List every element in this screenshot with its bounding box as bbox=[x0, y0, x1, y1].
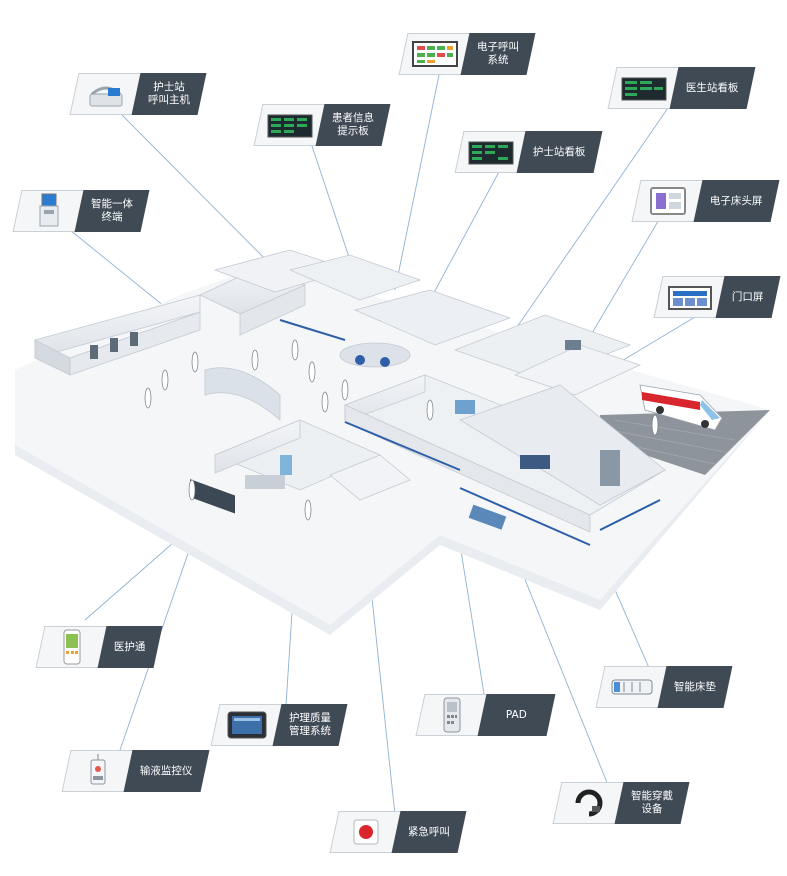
callout-label: 电子呼叫 系统 bbox=[460, 33, 536, 75]
handheld-phone-icon bbox=[35, 626, 107, 668]
dark-tablet-icon bbox=[210, 704, 282, 746]
callout-doctor-station-board: 医生站看板 bbox=[607, 67, 755, 109]
callout-label: 电子床头屏 bbox=[693, 180, 779, 222]
callout-label: 护理质量 管理系统 bbox=[272, 704, 348, 746]
callout-emergency-call: 紧急呼叫 bbox=[329, 811, 467, 853]
callout-electronic-call-system: 电子呼叫 系统 bbox=[398, 33, 536, 75]
dashboard-screen-icon bbox=[398, 33, 470, 75]
callout-nurse-station-host: 护士站 呼叫主机 bbox=[69, 73, 207, 115]
callout-label: 门口屏 bbox=[715, 276, 780, 318]
callout-label: 输液监控仪 bbox=[123, 750, 209, 792]
desk-phone-icon bbox=[69, 73, 141, 115]
callout-nurse-station-board: 护士站看板 bbox=[454, 131, 602, 173]
callout-label: 智能穿戴 设备 bbox=[614, 782, 690, 824]
callout-pad: PAD bbox=[415, 694, 556, 736]
kiosk-icon bbox=[12, 190, 84, 232]
green-board-icon bbox=[607, 67, 679, 109]
callout-label: PAD bbox=[477, 694, 556, 736]
callout-smart-wearable: 智能穿戴 设备 bbox=[552, 782, 690, 824]
callout-smart-mattress: 智能床垫 bbox=[595, 666, 733, 708]
callout-label: 护士站看板 bbox=[516, 131, 602, 173]
callout-label: 智能床垫 bbox=[657, 666, 733, 708]
callout-bedside-screen: 电子床头屏 bbox=[631, 180, 779, 222]
door-panel-icon bbox=[653, 276, 725, 318]
callout-medical-comm: 医护通 bbox=[35, 626, 162, 668]
infusion-icon bbox=[61, 750, 133, 792]
callout-door-screen: 门口屏 bbox=[653, 276, 780, 318]
callout-label: 智能一体 终端 bbox=[74, 190, 150, 232]
callout-label: 患者信息 提示板 bbox=[315, 104, 391, 146]
tablet-screen-icon bbox=[631, 180, 703, 222]
ambulance-number: 03 bbox=[665, 397, 673, 404]
callout-nursing-quality: 护理质量 管理系统 bbox=[210, 704, 348, 746]
mattress-icon bbox=[595, 666, 667, 708]
callout-label: 医护通 bbox=[97, 626, 162, 668]
callout-smart-terminal: 智能一体 终端 bbox=[12, 190, 150, 232]
wristband-icon bbox=[552, 782, 624, 824]
callout-label: 紧急呼叫 bbox=[391, 811, 467, 853]
green-board-icon bbox=[253, 104, 325, 146]
wall-stripes bbox=[279, 319, 661, 546]
callout-patient-info-board: 患者信息 提示板 bbox=[253, 104, 391, 146]
equipment bbox=[90, 332, 620, 530]
callout-label: 医生站看板 bbox=[669, 67, 755, 109]
callout-label: 护士站 呼叫主机 bbox=[131, 73, 207, 115]
callout-infusion-monitor: 输液监控仪 bbox=[61, 750, 209, 792]
red-button-icon bbox=[329, 811, 401, 853]
pad-device-icon bbox=[415, 694, 487, 736]
people bbox=[144, 339, 659, 521]
ambulance: 03 bbox=[639, 384, 723, 431]
green-board-icon bbox=[454, 131, 526, 173]
